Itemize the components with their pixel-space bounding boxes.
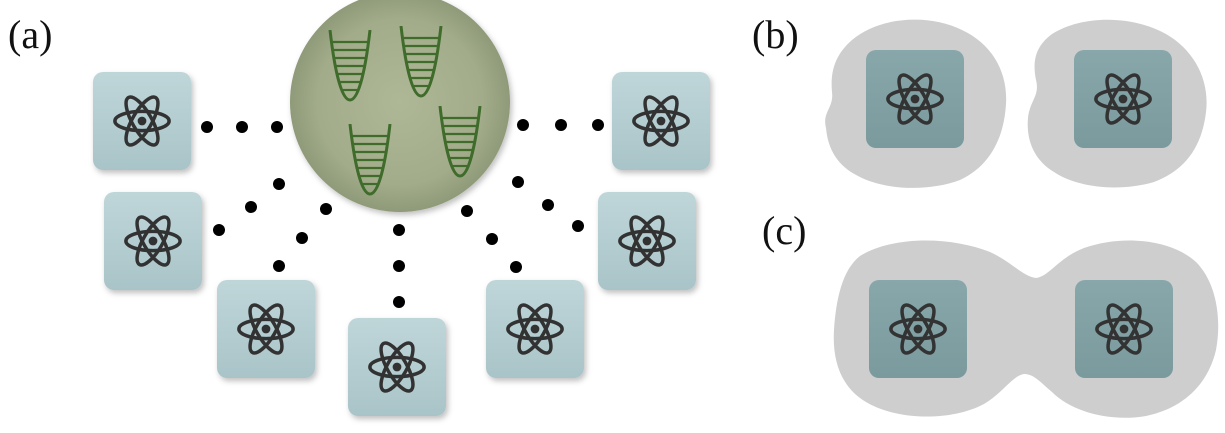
atom-box — [612, 72, 710, 170]
coupling-dot — [271, 121, 283, 133]
coupling-dot — [486, 233, 498, 245]
atom-box — [348, 318, 446, 416]
coupling-dot — [592, 119, 604, 131]
atom-box — [869, 280, 967, 378]
coupling-dot — [201, 121, 213, 133]
central-cavity-mode — [290, 0, 510, 212]
atom-box — [104, 192, 202, 290]
panel-a — [93, 0, 710, 416]
coupling-dot — [555, 119, 567, 131]
panel-label-b: (b) — [752, 12, 799, 57]
coupling-dot — [273, 260, 285, 272]
panel-label-a: (a) — [8, 12, 52, 57]
atom-box — [866, 50, 964, 148]
coupling-dot — [393, 224, 405, 236]
coupling-dot — [245, 201, 257, 213]
coupling-dot — [296, 232, 308, 244]
coupling-dot — [236, 121, 248, 133]
coupling-dot — [510, 261, 522, 273]
atom-box — [1075, 280, 1173, 378]
coupling-dot — [320, 203, 332, 215]
coupling-dots — [201, 119, 604, 308]
atom-box — [217, 280, 315, 378]
panel-b — [825, 19, 1207, 188]
atom-box — [598, 192, 696, 290]
coupling-dot — [393, 260, 405, 272]
coupling-dot — [393, 296, 405, 308]
atom-box — [486, 280, 584, 378]
coupling-dot — [517, 119, 529, 131]
panel-c — [833, 240, 1219, 418]
atom-box — [93, 72, 191, 170]
coupling-dot — [273, 178, 285, 190]
atom-box — [1074, 50, 1172, 148]
coupling-dot — [512, 176, 524, 188]
panel-label-c: (c) — [762, 208, 806, 253]
coupling-dot — [542, 199, 554, 211]
coupling-dot — [213, 224, 225, 236]
coupling-dot — [461, 205, 473, 217]
coupling-dot — [572, 220, 584, 232]
